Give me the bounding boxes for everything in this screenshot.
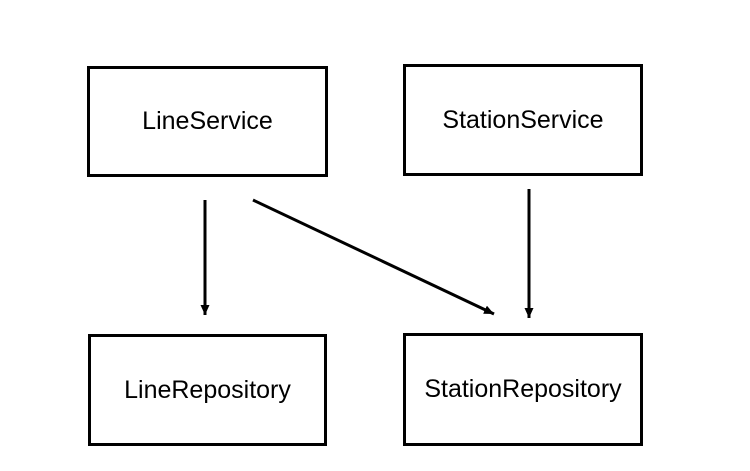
node-lineservice: LineService <box>87 66 328 177</box>
node-linerepository-label: LineRepository <box>124 375 291 404</box>
node-stationrepository-label: StationRepository <box>424 375 622 403</box>
node-stationservice-label: StationService <box>442 105 604 134</box>
arrow-lineservice-to-stationrepository <box>252 198 495 316</box>
node-stationservice: StationService <box>403 64 643 176</box>
node-stationrepository: StationRepository <box>403 333 643 446</box>
node-linerepository: LineRepository <box>88 334 327 446</box>
node-lineservice-label: LineService <box>142 107 273 135</box>
